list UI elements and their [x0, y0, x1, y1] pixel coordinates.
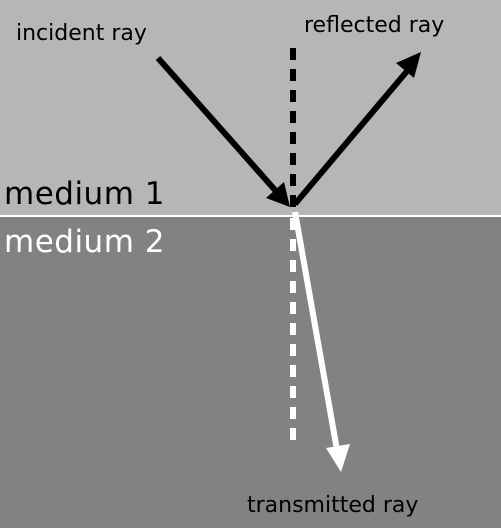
medium-1-label: medium 1 [4, 176, 165, 212]
reflected-ray [292, 68, 411, 206]
medium-2-label: medium 2 [4, 224, 165, 260]
incident-ray-label: incident ray [16, 21, 147, 46]
reflected-ray-arrowhead [396, 52, 421, 78]
incident-ray [155, 56, 278, 192]
incident-ray-arrowhead [266, 182, 290, 207]
reflected-ray-label: reflected ray [304, 13, 444, 38]
transmitted-ray [292, 211, 340, 451]
medium-2-region [0, 216, 501, 528]
medium-1-region [0, 0, 501, 216]
transmitted-ray-arrowhead [326, 444, 350, 472]
transmitted-ray-label: transmitted ray [247, 493, 418, 518]
